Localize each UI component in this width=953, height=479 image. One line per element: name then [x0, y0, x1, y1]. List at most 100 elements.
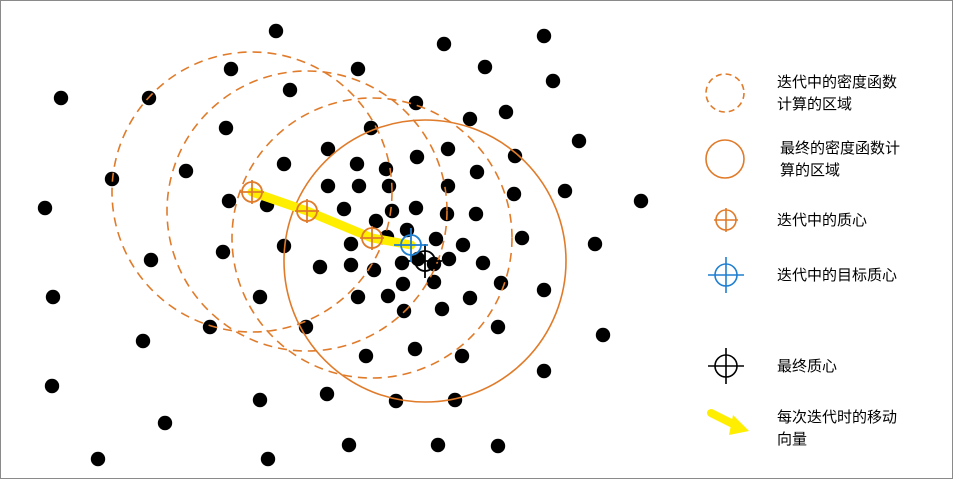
blue-crosshair-icon [708, 257, 744, 293]
data-point [447, 392, 463, 408]
data-point [260, 451, 276, 467]
data-point [407, 341, 423, 357]
legend-label-dashed-circle: 迭代中的密度函数 计算的区域 [777, 73, 898, 113]
data-point [490, 319, 506, 335]
data-point [408, 200, 424, 216]
data-point [440, 178, 456, 194]
data-point [358, 348, 374, 364]
data-point [350, 61, 366, 77]
data-point [536, 363, 552, 379]
data-point [380, 288, 396, 304]
data-point [454, 348, 470, 364]
yellow-arrow-icon [707, 409, 749, 435]
data-point [202, 319, 218, 335]
data-point [436, 36, 452, 52]
data-point [320, 178, 336, 194]
data-point [455, 237, 471, 253]
data-point [312, 259, 328, 275]
final-centroid [408, 244, 442, 278]
data-point [409, 149, 425, 165]
data-point [384, 203, 400, 219]
data-point [434, 301, 450, 317]
legend-label-solid-circle: 最终的密度函数计 算的区域 [780, 139, 901, 179]
iter-region-1 [111, 51, 393, 333]
data-point [498, 104, 514, 120]
legend-label-final-centroid: 最终质心 [777, 357, 838, 375]
data-point [469, 164, 485, 180]
data-point [633, 193, 649, 209]
dashed-circle-icon [705, 73, 745, 113]
data-point [536, 282, 552, 298]
data-point [268, 23, 284, 39]
data-point [440, 141, 456, 157]
data-point [90, 451, 106, 467]
data-point [135, 333, 151, 349]
iter-centroid-2 [295, 199, 319, 223]
iter-target-centroid [394, 228, 428, 262]
data-point [343, 257, 359, 273]
data-point [223, 61, 239, 77]
data-point [349, 156, 365, 172]
data-point [178, 163, 194, 179]
iter-region-2 [166, 70, 448, 352]
data-point [428, 231, 444, 247]
centroid-markers [240, 180, 442, 278]
legend-label-move-vector: 每次迭代时的移动 向量 [777, 408, 898, 448]
data-point [394, 255, 410, 271]
data-point [343, 236, 359, 252]
data-point [557, 183, 573, 199]
data-point [320, 141, 336, 157]
final-region [283, 119, 567, 403]
iter-centroid-1 [240, 180, 264, 204]
black-crosshair-icon [708, 348, 744, 384]
data-point [388, 393, 404, 409]
data-point [395, 276, 411, 292]
data-point [44, 378, 60, 394]
iter-region-3 [231, 97, 513, 379]
solid-circle-icon [705, 139, 745, 179]
data-point [595, 327, 611, 343]
data-point [350, 289, 366, 305]
data-point [45, 289, 61, 305]
data-point [53, 90, 69, 106]
data-point [587, 236, 603, 252]
move-vector-path [247, 187, 416, 250]
data-point [378, 161, 394, 177]
data-point [477, 59, 493, 75]
data-points [37, 23, 649, 467]
data-point [336, 201, 352, 217]
data-point [441, 251, 457, 267]
data-point [430, 437, 446, 453]
data-point [252, 289, 268, 305]
data-point [157, 415, 173, 431]
data-point [282, 82, 298, 98]
data-point [462, 111, 478, 127]
search-regions [111, 51, 567, 403]
data-point [468, 206, 484, 222]
data-point [536, 28, 552, 44]
data-point [341, 437, 357, 453]
data-point [381, 178, 397, 194]
data-point [507, 148, 523, 164]
data-point [218, 120, 234, 136]
iter-centroid-3 [360, 226, 384, 250]
data-point [462, 290, 478, 306]
data-point [490, 438, 506, 454]
orange-crosshair-icon [714, 208, 738, 232]
data-point [143, 252, 159, 268]
legend-label-iter-centroid: 迭代中的质心 [777, 211, 868, 229]
data-point [514, 230, 530, 246]
legend-label-iter-target: 迭代中的目标质心 [777, 266, 898, 284]
data-point [545, 73, 561, 89]
data-point [426, 274, 442, 290]
data-point [276, 156, 292, 172]
data-point [252, 392, 268, 408]
data-point [368, 213, 384, 229]
data-point [37, 200, 53, 216]
data-point [475, 255, 491, 271]
data-point [215, 244, 231, 260]
data-point [493, 275, 509, 291]
data-point [351, 178, 367, 194]
